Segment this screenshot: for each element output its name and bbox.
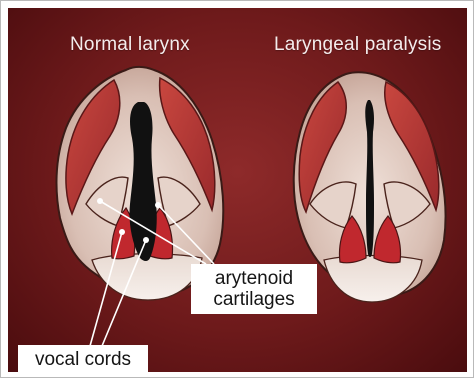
label-vocal-cords: vocal cords	[18, 345, 148, 372]
pointer-dot-vocal-right	[143, 237, 149, 243]
title-laryngeal-paralysis: Laryngeal paralysis	[274, 34, 442, 56]
label-vocal-cords-text: vocal cords	[35, 349, 131, 370]
pointer-dot-arytenoid-right	[155, 202, 161, 208]
larynx-illustration	[8, 8, 467, 372]
paralysis-airway	[365, 100, 374, 257]
label-arytenoid-line1: arytenoid	[197, 268, 311, 289]
paralysis-lower-tissue	[324, 256, 422, 303]
pointer-dot-vocal-left	[119, 229, 125, 235]
diagram-canvas: Normal larynx Laryngeal paralysis aryten…	[8, 8, 467, 372]
pointer-dot-arytenoid-left	[97, 198, 103, 204]
label-arytenoid-line2: cartilages	[197, 289, 311, 310]
title-normal-larynx: Normal larynx	[70, 34, 190, 56]
label-arytenoid-cartilages: arytenoid cartilages	[191, 264, 317, 314]
